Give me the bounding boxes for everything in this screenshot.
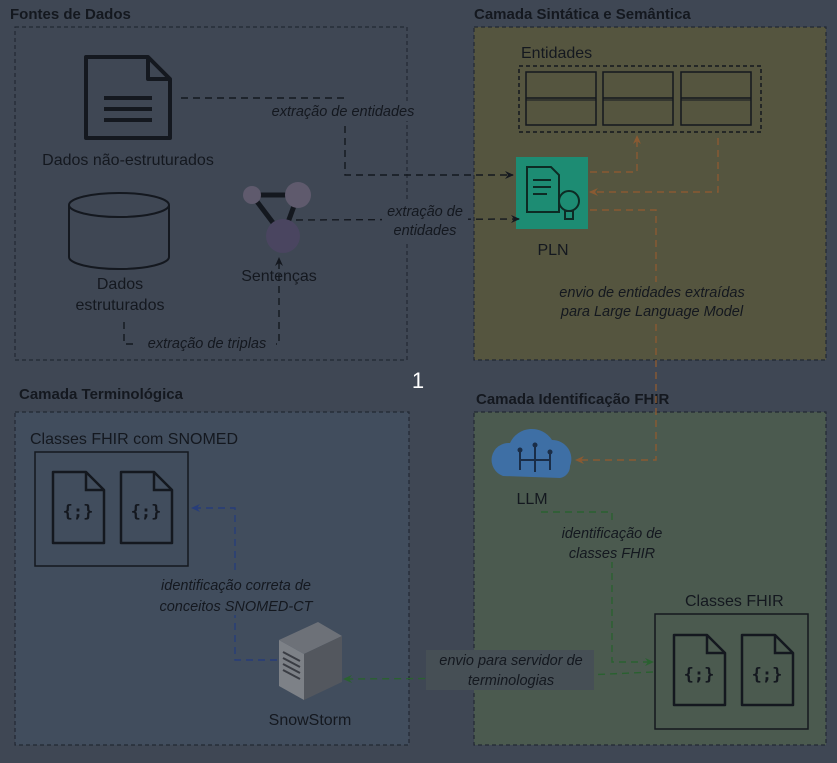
entity-table-1 (525, 71, 597, 126)
section-fontes-de-dados (14, 26, 408, 361)
classes-snomed-label: Classes FHIR com SNOMED (30, 431, 238, 448)
document-icon (84, 55, 172, 140)
cloud-icon (491, 428, 572, 478)
label-extracao-entidades-2b: entidades (394, 223, 457, 239)
code-file-icon: {;} (740, 633, 795, 707)
pln-label: PLN (537, 242, 568, 259)
label-extracao-triplas: extração de triplas (148, 336, 266, 352)
svg-text:{;}: {;} (684, 665, 715, 685)
pln-icon (516, 157, 588, 229)
server-icon (279, 622, 342, 700)
database-icon (68, 192, 170, 270)
label-identificacao-classes-a: identificação de (562, 526, 663, 542)
fhir-title: Camada Identificação FHIR (476, 391, 670, 408)
arrow-llm-to-classes (541, 511, 654, 666)
code-file-icon: {;} (672, 633, 727, 707)
svg-text:{;}: {;} (752, 665, 783, 685)
svg-text:{;}: {;} (131, 502, 162, 522)
label-envio-llm-b: para Large Language Model (560, 304, 744, 320)
classes-fhir-label: Classes FHIR (685, 593, 784, 610)
classes-snomed-box (34, 451, 189, 567)
dados-estruturados-label-1: Dados (97, 276, 143, 293)
label-identificacao-classes-b: classes FHIR (569, 546, 656, 562)
step-number: 1 (412, 368, 424, 393)
entidades-group (518, 65, 762, 133)
snowstorm-label: SnowStorm (269, 712, 352, 729)
terminologica-title: Camada Terminológica (19, 386, 184, 403)
arrow-pln-to-entidades (590, 135, 641, 173)
code-file-icon: {;} (119, 470, 174, 545)
entity-table-3 (680, 71, 752, 126)
label-envio-servidor-b: terminologias (468, 673, 554, 689)
arrow-entidades-to-pln (589, 138, 719, 196)
entidades-label: Entidades (521, 45, 592, 62)
label-extracao-entidades: extração de entidades (272, 104, 415, 120)
label-extracao-entidades-2a: extração de (387, 204, 463, 220)
classes-fhir-box (654, 613, 809, 730)
label-envio-servidor-a: envio para servidor de (439, 653, 582, 669)
llm-label: LLM (516, 491, 547, 508)
fontes-title: Fontes de Dados (10, 6, 131, 23)
label-identificacao-snomed-a: identificação correta de (161, 578, 311, 594)
label-identificacao-snomed-b: conceitos SNOMED-CT (159, 599, 313, 615)
label-envio-llm-a: envio de entidades extraídas (559, 285, 744, 301)
entity-table-2 (602, 71, 674, 126)
arrow-docs-to-pln (181, 97, 514, 179)
svg-text:{;}: {;} (63, 502, 94, 522)
graph-icon (243, 182, 311, 253)
dados-nao-estruturados-label: Dados não-estruturados (42, 152, 214, 169)
code-file-icon: {;} (51, 470, 106, 545)
sintatica-title: Camada Sintática e Semântica (474, 6, 691, 23)
dados-estruturados-label-2: estruturados (76, 297, 165, 314)
